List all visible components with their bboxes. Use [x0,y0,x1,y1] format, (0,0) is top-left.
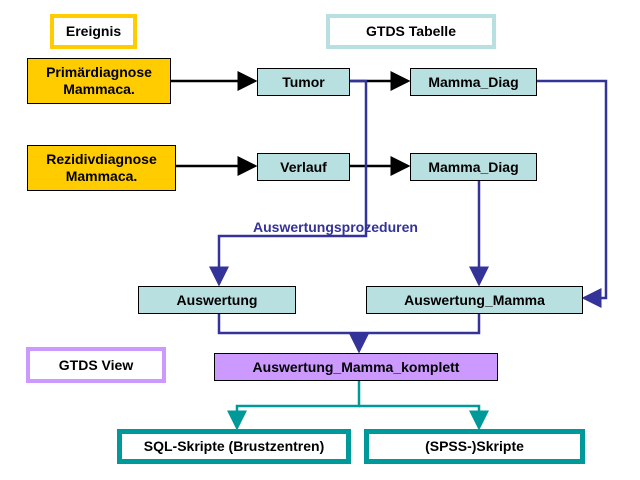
split-line [227,380,361,431]
table-auswertung: Auswertung [138,286,296,314]
procedures-label: Auswertungsprozeduren [253,219,418,235]
arrow-mammadiag1-auswertungmamma [536,79,608,308]
event-primary-diagnosis: Primärdiagnose Mammaca. [27,58,171,104]
event-relapse-diagnosis: Rezidivdiagnose Mammaca. [27,145,176,191]
legend-view: GTDS View [26,347,166,383]
table-auswertung-mamma: Auswertung_Mamma [366,286,583,314]
table-mamma-diag-2: Mamma_Diag [410,153,537,181]
table-mamma-diag-1: Mamma_Diag [410,68,537,96]
legend-table: GTDS Tabelle [326,14,496,49]
table-verlauf: Verlauf [257,153,350,181]
view-auswertung-mamma-komplett: Auswertung_Mamma_komplett [214,353,498,381]
script-spss: (SPSS-)Skripte [364,429,585,464]
merge-line [217,313,481,335]
legend-event: Ereignis [50,14,137,49]
script-sql: SQL-Skripte (Brustzentren) [117,429,351,464]
arrow-komplett-spss [359,404,489,431]
arrow-tumor-auswertung [209,79,368,287]
table-tumor: Tumor [257,68,350,96]
